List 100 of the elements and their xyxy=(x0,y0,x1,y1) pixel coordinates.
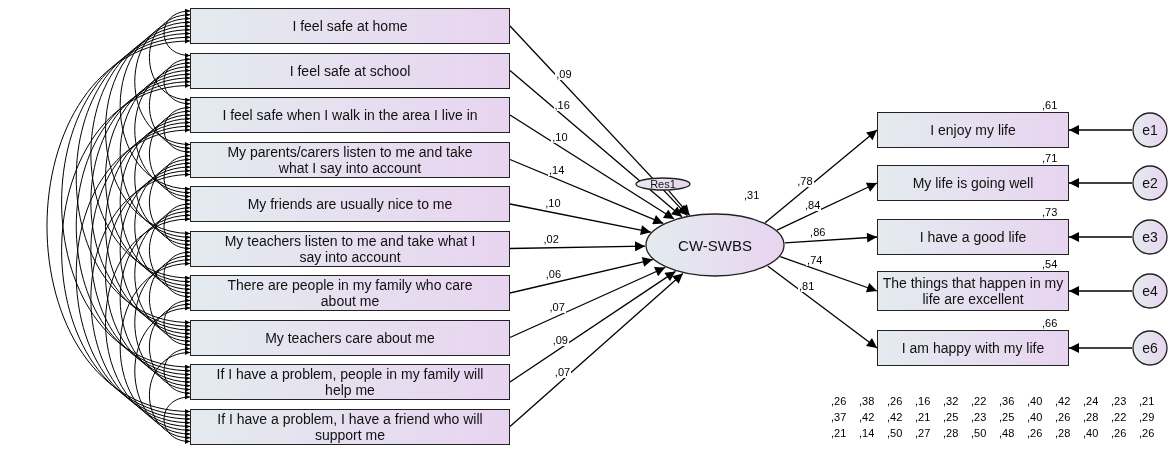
edge-label: ,07 xyxy=(548,301,566,314)
arrow xyxy=(668,190,691,216)
edge-label: ,06 xyxy=(544,267,563,280)
indicator-box: I feel safe at home xyxy=(190,8,510,44)
edge-label: ,09 xyxy=(555,67,573,80)
correlation-value: ,26 xyxy=(830,395,848,407)
error-term-circle: e2 xyxy=(1132,165,1168,201)
indicator-box: I feel safe when I walk in the area I live in xyxy=(190,97,510,133)
arrow xyxy=(509,25,689,217)
arrow xyxy=(509,158,664,225)
latent-variable-ellipse: CW-SWBS xyxy=(645,213,785,277)
covariance-arrow xyxy=(105,24,191,236)
error-term-circle: e6 xyxy=(1132,330,1168,366)
correlation-value: ,38 xyxy=(858,395,876,407)
covariance-arrow xyxy=(119,165,191,336)
covariance-arrow xyxy=(163,202,191,251)
value-label: ,61 xyxy=(1041,99,1059,111)
correlation-value: ,50 xyxy=(886,427,904,439)
correlation-value: ,22 xyxy=(970,395,988,407)
arrow xyxy=(776,182,878,231)
covariance-arrow xyxy=(148,157,191,247)
edge-label: ,09 xyxy=(551,333,569,346)
covariance-arrow xyxy=(148,109,191,199)
correlation-value: ,27 xyxy=(914,427,932,439)
covariance-arrow xyxy=(163,153,191,203)
covariance-arrow xyxy=(134,161,191,291)
correlation-value: ,42 xyxy=(858,411,876,423)
arrow xyxy=(509,241,646,252)
correlation-value: ,42 xyxy=(1054,395,1072,407)
covariance-arrow xyxy=(134,306,191,436)
covariance-arrow xyxy=(163,105,191,154)
value-label: ,73 xyxy=(1041,206,1059,218)
covariance-arrow xyxy=(148,205,191,295)
covariance-arrow xyxy=(75,80,191,373)
correlation-value: ,40 xyxy=(1026,395,1044,407)
indicator-box: My teachers listen to me and take what I say into account xyxy=(190,230,510,267)
edge-label: ,10 xyxy=(551,131,569,144)
covariance-arrow xyxy=(148,61,191,151)
covariance-arrow xyxy=(134,209,191,340)
correlation-value: ,42 xyxy=(886,411,904,423)
covariance-arrow xyxy=(61,35,191,369)
covariance-arrow xyxy=(163,395,191,444)
correlation-value: ,24 xyxy=(1082,395,1100,407)
indicator-box: My parents/carers listen to me and take what I say into account xyxy=(190,141,510,178)
edge-label: ,74 xyxy=(806,253,824,266)
arrow xyxy=(1068,178,1133,188)
edge-label: ,07 xyxy=(553,365,572,378)
arrow xyxy=(1068,343,1133,353)
correlation-value: ,22 xyxy=(1110,411,1128,423)
correlation-value: ,26 xyxy=(1054,411,1072,423)
correlation-value: ,14 xyxy=(858,427,876,439)
indicator-box: There are people in my family who care about me xyxy=(190,275,510,311)
covariance-arrow xyxy=(90,172,191,425)
error-term-circle: e4 xyxy=(1132,273,1168,309)
correlation-value: ,48 xyxy=(998,427,1016,439)
arrow xyxy=(779,256,878,293)
error-term-circle: e1 xyxy=(1132,112,1168,148)
arrow xyxy=(509,272,684,428)
covariance-arrow xyxy=(148,350,191,440)
edge-label: ,14 xyxy=(548,163,566,176)
value-label: ,71 xyxy=(1041,152,1059,164)
edge-label: ,78 xyxy=(796,175,814,188)
arrow xyxy=(509,270,677,383)
arrow xyxy=(509,69,683,218)
covariance-arrow xyxy=(61,83,191,417)
covariance-arrow xyxy=(90,76,191,328)
indicator-box: If I have a problem, I have a friend who will support me xyxy=(190,408,510,445)
covariance-arrow xyxy=(134,258,191,388)
indicator-box: If I have a problem, people in my family will help me xyxy=(190,364,510,400)
arrow xyxy=(764,129,878,224)
arrow xyxy=(1068,232,1133,242)
correlation-value: ,25 xyxy=(998,411,1016,423)
covariance-arrow xyxy=(134,16,191,147)
covariance-arrow xyxy=(163,250,191,299)
arrow xyxy=(509,257,654,294)
covariance-arrow xyxy=(119,68,191,239)
covariance-arrow xyxy=(105,217,191,429)
arrow xyxy=(1068,125,1133,135)
value-label: ,31 xyxy=(743,189,761,201)
correlation-value: ,25 xyxy=(942,411,960,423)
covariance-arrow xyxy=(163,298,191,347)
covariance-arrow xyxy=(75,128,191,421)
correlation-value: ,36 xyxy=(998,395,1016,407)
outcome-box: My life is going well xyxy=(877,165,1069,201)
correlation-value: ,28 xyxy=(1054,427,1072,439)
covariance-arrow xyxy=(105,72,191,284)
arrow xyxy=(509,114,675,220)
correlation-value: ,26 xyxy=(1110,427,1128,439)
edge-label: ,10 xyxy=(544,197,562,210)
correlation-value: ,21 xyxy=(830,427,848,439)
correlation-value: ,37 xyxy=(830,411,848,423)
outcome-box: I am happy with my life xyxy=(877,330,1069,366)
outcome-box: The things that happen in my life are excellent xyxy=(877,271,1069,311)
covariance-arrow xyxy=(119,20,191,191)
correlation-value: ,40 xyxy=(1082,427,1100,439)
outcome-box: I enjoy my life xyxy=(877,112,1069,148)
edge-label: ,86 xyxy=(809,225,827,238)
edge-label: ,02 xyxy=(542,232,560,245)
error-term-circle: e3 xyxy=(1132,219,1168,255)
arrow xyxy=(509,266,666,339)
